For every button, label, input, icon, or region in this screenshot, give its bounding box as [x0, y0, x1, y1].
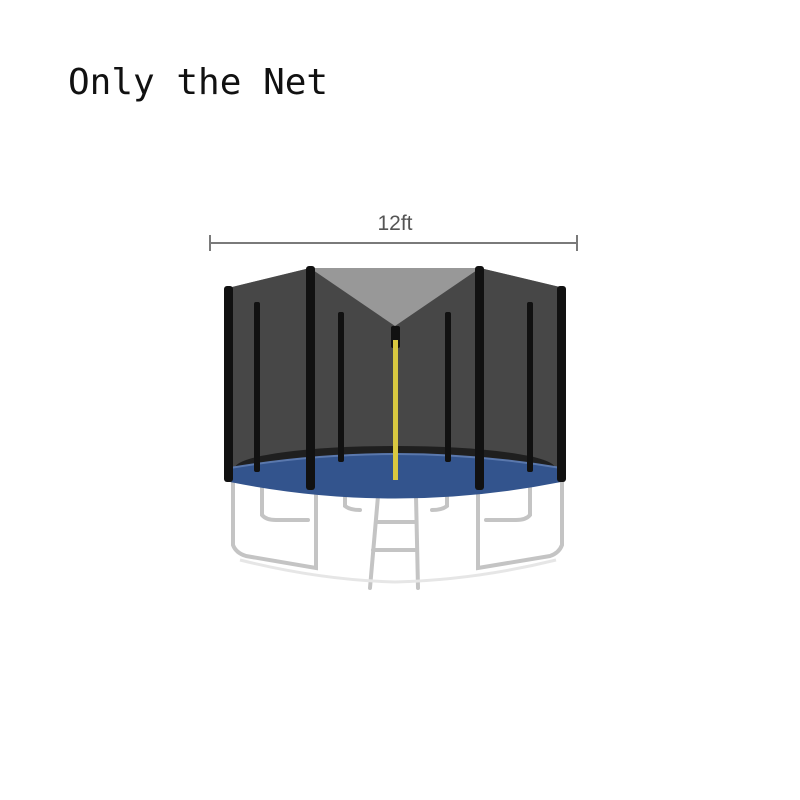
- dimension-label: 12ft: [377, 212, 413, 235]
- frame-shadow: [239, 558, 557, 584]
- entrance-zipper: [393, 340, 398, 480]
- page-title: Only the Net: [68, 62, 329, 103]
- net-poles: [224, 266, 566, 490]
- trampoline-frame: [231, 476, 564, 590]
- dimension-line: [209, 235, 578, 251]
